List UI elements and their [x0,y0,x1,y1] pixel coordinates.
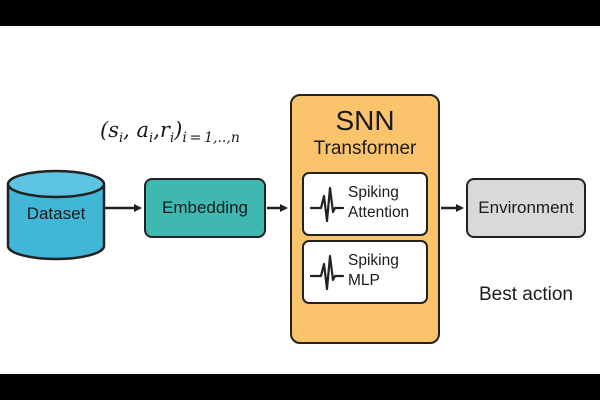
environment-node: Environment [466,178,586,238]
diagram-canvas: Dataset (si, ai,ri)i = 1,..,n Embedding … [0,26,600,374]
spike-waveform-icon [310,186,344,223]
spiking-mlp-line2: MLP [348,272,380,289]
dataset-cylinder: Dataset [6,169,106,261]
spiking-mlp-block: Spiking MLP [302,240,428,304]
spiking-attention-line1: Spiking [348,184,399,201]
dataset-label: Dataset [27,204,86,223]
embedding-label: Embedding [161,198,248,217]
spiking-attention-block: Spiking Attention [302,172,428,236]
spiking-attention-line2: Attention [348,204,410,221]
embedding-node: Embedding [144,178,266,238]
snn-subtitle: Transformer [313,138,417,159]
best-action-label: Best action [479,284,573,305]
spiking-mlp-line1: Spiking [348,252,399,269]
snn-transformer-box: SNN Transformer Spiking Attention Spikin… [290,94,440,344]
snn-title: SNN [335,105,395,136]
trajectory-tuple-label: (si, ai,ri)i = 1,..,n [100,118,240,147]
connector-layer: Dataset [6,169,464,261]
spike-waveform-icon [310,254,344,291]
environment-label: Environment [478,198,574,217]
